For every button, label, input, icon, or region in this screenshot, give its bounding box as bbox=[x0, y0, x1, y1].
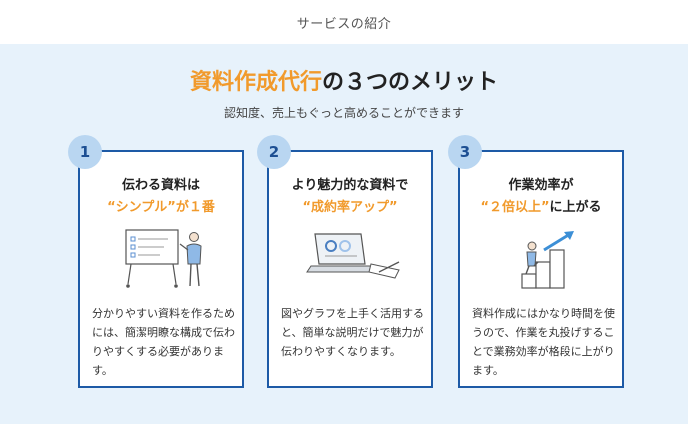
merits-section: 資料作成代行の３つのメリット 認知度、売上もぐっと高めることができます 1 伝わ… bbox=[0, 44, 688, 424]
page-title: サービスの紹介 bbox=[296, 16, 392, 32]
card-title: 作業効率が bbox=[508, 178, 574, 193]
section-headline: 資料作成代行の３つのメリット bbox=[0, 68, 688, 98]
headline-rest: の３つのメリット bbox=[322, 70, 499, 95]
card-title: 伝わる資料は bbox=[121, 178, 200, 193]
card-highlight-orange: “成約率アップ” bbox=[302, 200, 398, 215]
stairs-growth-icon bbox=[521, 231, 574, 289]
card-highlight-orange: “２倍以上” bbox=[480, 200, 550, 215]
number-badge: 1 bbox=[68, 135, 102, 169]
number-badge: 2 bbox=[257, 135, 291, 169]
merit-card-3: 3 作業効率が “２倍以上”に上がる 資料作成にはかなり時間を使うので、作業を丸… bbox=[448, 135, 624, 388]
whiteboard-presenter-icon bbox=[125, 229, 202, 288]
headline-accent: 資料作成代行 bbox=[189, 70, 322, 95]
card-highlight: “２倍以上”に上がる bbox=[460, 196, 622, 215]
card-highlight-orange: “シンプル”が１番 bbox=[107, 200, 215, 215]
card-title: より魅力的な資料で bbox=[291, 178, 409, 193]
laptop-charts-icon bbox=[306, 233, 400, 279]
card-description: 分かりやすい資料を作るためには、簡潔明瞭な構成で伝わりやすくする必要があります。 bbox=[92, 307, 235, 377]
section-subtitle: 認知度、売上もぐっと高めることができます bbox=[223, 106, 464, 120]
card-highlight-dark: に上がる bbox=[549, 200, 602, 215]
merit-card-1: 1 伝わる資料は “シンプル”が１番 分かりやすい資料を作るためには、簡潔明瞭な… bbox=[68, 135, 244, 388]
card-description: 資料作成にはかなり時間を使うので、作業を丸投げすることで業務効率が格段に上がりま… bbox=[472, 307, 615, 377]
page-header: サービスの紹介 bbox=[0, 0, 688, 44]
merit-card-2: 2 より魅力的な資料で “成約率アップ” 図やグラフを上手く活用すると、簡単な説… bbox=[257, 135, 433, 388]
card-description: 図やグラフを上手く活用すると、簡単な説明だけで魅力が伝わりやすくなります。 bbox=[281, 307, 424, 358]
number-badge: 3 bbox=[448, 135, 482, 169]
card-highlight: “シンプル”が１番 bbox=[80, 196, 242, 215]
card-highlight: “成約率アップ” bbox=[269, 196, 431, 215]
